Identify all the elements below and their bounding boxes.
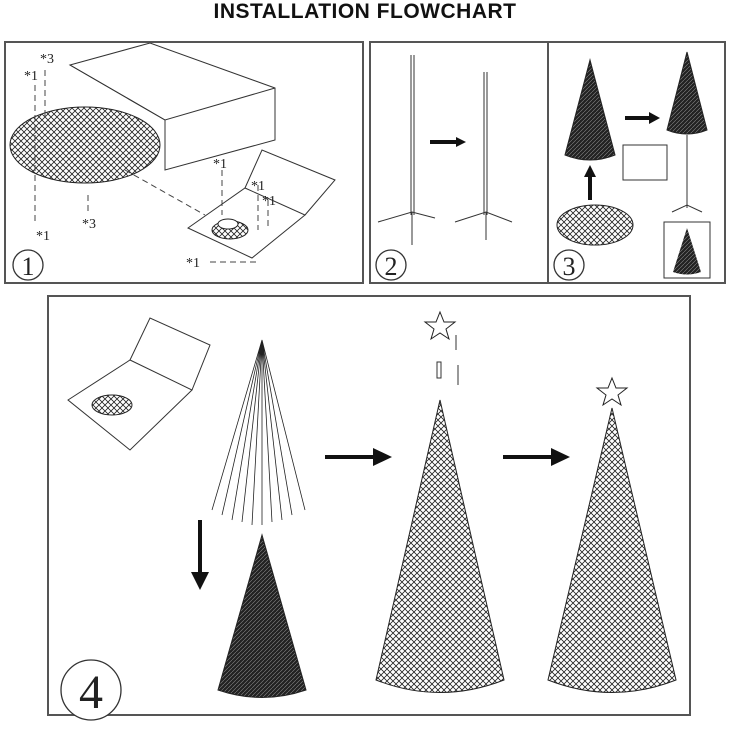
callout-label: *3 (82, 217, 96, 232)
step-number: 2 (385, 252, 398, 281)
callout-label: *1 (36, 229, 50, 244)
coiled-light-strands (9, 106, 161, 184)
cone-tree-small (564, 58, 616, 161)
lit-cone-tree (217, 533, 307, 698)
callout-label: *1 (213, 157, 227, 172)
open-box-illustration (67, 317, 211, 451)
assembled-pole-illustration (454, 72, 513, 240)
callout-label: *1 (24, 69, 38, 84)
step-3-panel: 3 (547, 41, 726, 284)
star-topper-icon (595, 376, 629, 407)
step-2-panel: 2 (369, 41, 549, 284)
callout-label: *1 (186, 256, 200, 271)
cone-tree-on-pole (666, 51, 708, 135)
hanging-strands-illustration (211, 339, 306, 526)
wire-frame-tree (375, 399, 505, 693)
coiled-strands (556, 204, 634, 246)
callout-label: *1 (251, 179, 265, 194)
page-title: INSTALLATION FLOWCHART (213, 0, 517, 23)
callout-label: *1 (262, 194, 276, 209)
step-number: 1 (22, 252, 35, 281)
step-4-panel: 4 (47, 295, 691, 721)
callout-label: *3 (40, 52, 54, 67)
lit-tree-inset (673, 228, 701, 275)
pole-segments-illustration (377, 55, 436, 245)
small-box-illustration (187, 149, 336, 259)
step-number: 4 (79, 666, 103, 719)
step-1-panel: *3 *1 *1 *3 *1 *1 *1 *1 1 (4, 41, 364, 284)
storage-box-illustration (68, 42, 276, 171)
star-topper-icon (423, 310, 457, 341)
step-number: 3 (563, 252, 576, 281)
finished-tree (547, 407, 677, 693)
